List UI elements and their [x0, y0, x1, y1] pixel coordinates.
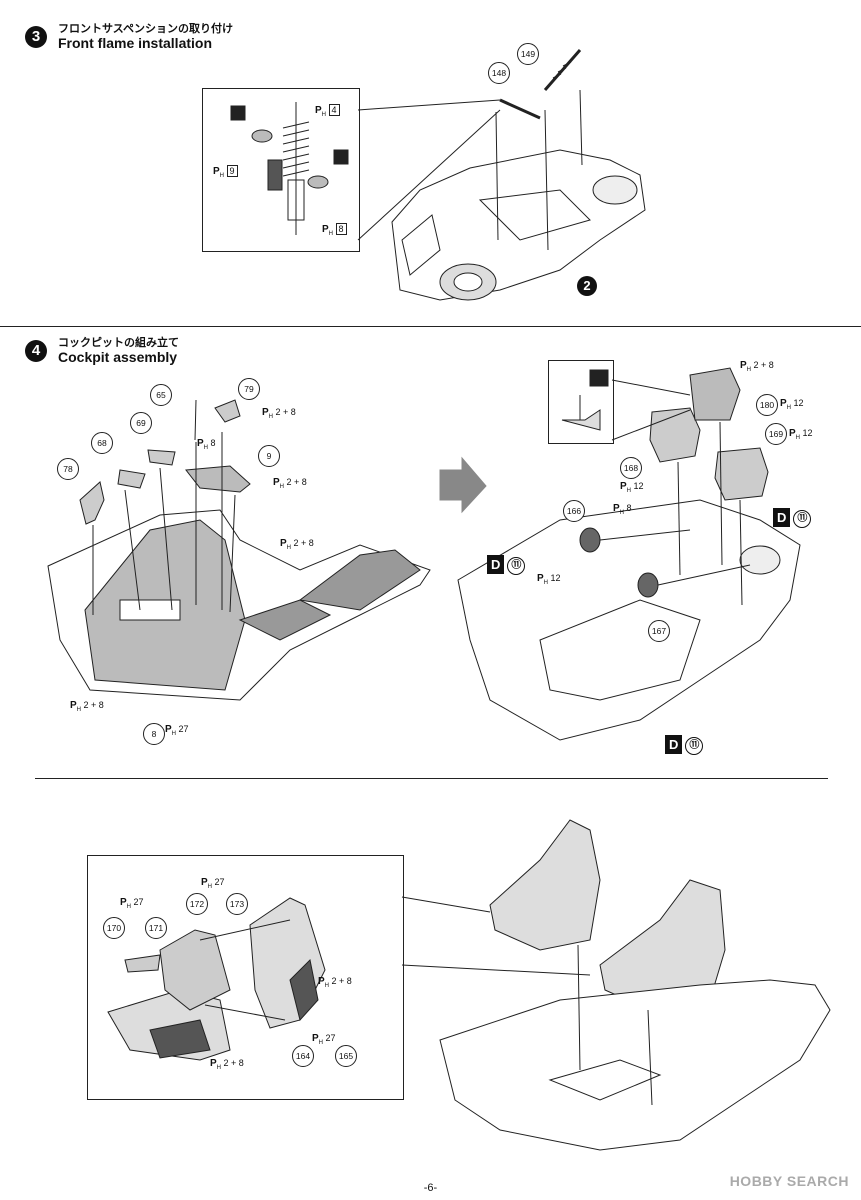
part-callout: 169	[765, 423, 787, 445]
paint-code: PH 12	[537, 573, 561, 586]
step-number-badge: 4	[25, 340, 47, 362]
paint-code: PH 2 + 8	[280, 538, 314, 551]
shock-absorber-detail	[230, 102, 349, 235]
part-callout: 164	[292, 1045, 314, 1067]
part-callout: 166	[563, 500, 585, 522]
paint-code: PH 27	[312, 1033, 336, 1046]
page-number: -6-	[423, 1182, 438, 1194]
part-callout: 170	[103, 917, 125, 939]
paint-code: PH 2 + 8	[273, 477, 307, 490]
part-callout: 69	[130, 412, 152, 434]
paint-code: PH 4	[315, 104, 340, 118]
paint-code: PH 2 + 8	[70, 700, 104, 713]
paint-code: PH 2 + 8	[210, 1058, 244, 1071]
part-callout: 149	[517, 43, 539, 65]
seat-assembly-right	[439, 819, 831, 1151]
front-chassis-drawing	[391, 49, 646, 301]
section-divider	[35, 778, 828, 779]
part-callout: 168	[620, 457, 642, 479]
section-divider	[0, 326, 861, 327]
subassembly-ref: 2	[577, 276, 597, 296]
part-callout: 172	[186, 893, 208, 915]
lever-detail	[561, 369, 609, 431]
detail-box-lever	[548, 360, 614, 444]
detail-box-seat	[87, 855, 404, 1100]
part-callout: 8	[143, 723, 165, 745]
part-callout: 171	[145, 917, 167, 939]
paint-code: PH 12	[780, 398, 804, 411]
step-title-jp: フロントサスペンションの取り付け	[58, 23, 234, 35]
step-title-en: Cockpit assembly	[58, 349, 178, 365]
step-title-en: Front flame installation	[58, 35, 213, 51]
paint-code: PH 8	[197, 438, 216, 451]
paint-code: PH 12	[620, 481, 644, 494]
step-number-badge: 3	[25, 26, 47, 48]
part-callout: 165	[335, 1045, 357, 1067]
part-callout: 173	[226, 893, 248, 915]
part-callout: 78	[57, 458, 79, 480]
part-callout: 148	[488, 62, 510, 84]
cockpit-tub-left	[47, 399, 431, 701]
step-title-jp: コックピットの組み立て	[58, 337, 179, 349]
cockpit-tub-right	[457, 367, 801, 741]
part-callout: 180	[756, 394, 778, 416]
paint-code: PH 2 + 8	[262, 407, 296, 420]
detail-box-shock	[202, 88, 360, 252]
seat-detail-left	[107, 897, 326, 1061]
paint-code: PH 12	[789, 428, 813, 441]
paint-code: PH 9	[213, 165, 238, 179]
paint-code: PH 8	[613, 503, 632, 516]
paint-code: PH 27	[201, 877, 225, 890]
paint-code: PH 2 + 8	[740, 360, 774, 373]
paint-code: PH 27	[165, 724, 189, 737]
watermark-logo: HOBBY SEARCH	[729, 1173, 849, 1189]
paint-code: PH 8	[322, 223, 347, 237]
part-callout: 68	[91, 432, 113, 454]
paint-code: PH 2 + 8	[318, 976, 352, 989]
part-callout: 9	[258, 445, 280, 467]
part-callout: 65	[150, 384, 172, 406]
part-callout: 79	[238, 378, 260, 400]
paint-code: PH 27	[120, 897, 144, 910]
part-callout: 167	[648, 620, 670, 642]
